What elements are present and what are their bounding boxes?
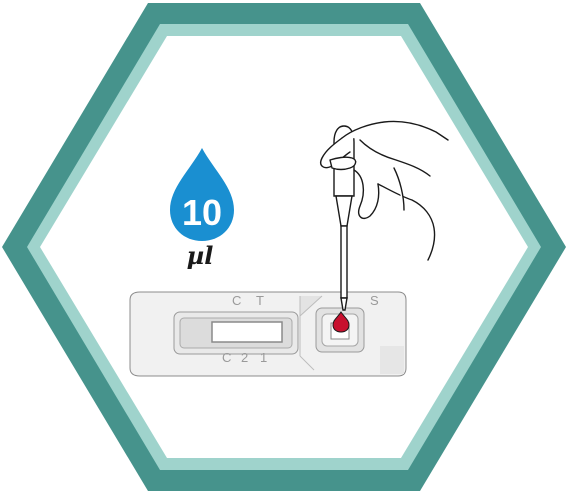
label-sample: S — [370, 293, 379, 308]
label-t-top: T — [256, 293, 264, 308]
volume-unit-label: µl — [187, 241, 214, 270]
label-1-bottom: 1 — [260, 350, 267, 365]
label-c-bottom: C — [222, 350, 231, 365]
drop-volume-number: 10 — [182, 192, 222, 233]
label-c-top: C — [232, 293, 241, 308]
test-cassette: C T S C 2 1 — [130, 292, 406, 376]
label-2-bottom: 2 — [241, 350, 248, 365]
hexagon-frame — [2, 3, 566, 491]
